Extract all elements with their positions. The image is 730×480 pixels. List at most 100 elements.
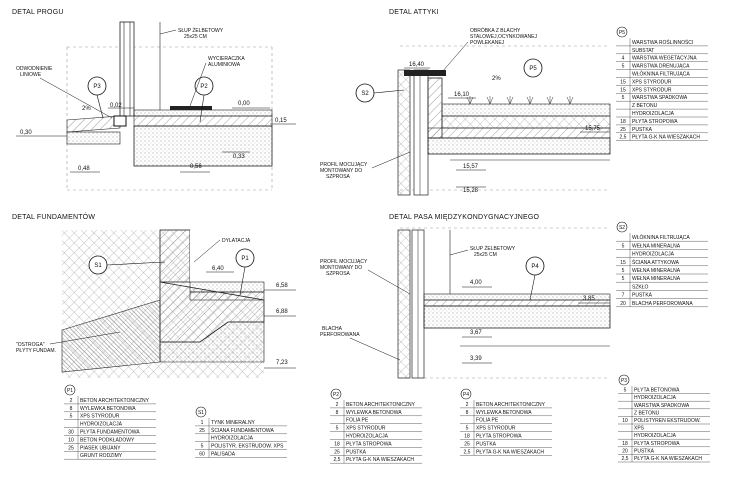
legend-thickness: 2,5	[334, 457, 341, 463]
tag-s2: S2	[361, 91, 369, 97]
legend-layer-name: BETON ARCHITEKTONICZNY	[476, 402, 546, 408]
detail-progu: P3 P2 SŁUP ŻELBETOWY 25x25 CM WYCIERACZK…	[16, 21, 296, 191]
legend-thickness: 15	[620, 260, 626, 266]
legend-thickness: 5	[466, 426, 469, 432]
legend-thickness: 2	[466, 402, 469, 408]
legend-tag: S2	[619, 225, 625, 231]
legend-thickness: 2,5	[622, 456, 629, 462]
detail-attyki: P5 S2 2% OBRÓBKA Z BLACHY STALOWEJ,OCYNK…	[320, 27, 611, 196]
legend-tag: P3	[621, 378, 627, 384]
level-6-88: 6,88	[276, 309, 288, 315]
legend-layer-name: PUSTKA	[632, 127, 653, 133]
legend-tag-circle	[616, 221, 628, 233]
legend-layer-name: PŁYTA G-K NA WIESZAKACH	[634, 456, 702, 462]
legend-layer-name: PŁYTA STROPOWA	[634, 441, 680, 447]
legend-thickness: 20	[622, 448, 628, 454]
callout-slup-1: SŁUP ŻELBETOWY	[178, 27, 224, 34]
legend-thickness: 10	[622, 418, 628, 424]
legend-tag-circle	[616, 26, 628, 38]
legend-thickness: 18	[464, 434, 470, 440]
legend-layer-name: Z BETONU	[632, 103, 658, 109]
legend-layer-name: Z BETONU	[634, 410, 660, 416]
legend-layer-name: XPS	[634, 426, 645, 432]
pasa-blacha-1: BLACHA	[322, 326, 343, 332]
callout-wycieraczka-2: ALUMINIOWA	[208, 62, 241, 68]
level-0-15: 0,15	[275, 118, 287, 124]
legend-layer-name: BETON ARCHITEKTONICZNY	[346, 402, 416, 408]
legend-layer-name: BETON PODKŁADOWY	[80, 437, 135, 443]
legend-thickness: 18	[620, 119, 626, 125]
legend-layer-name: XPS STYRODUR	[632, 79, 672, 85]
pasa-profil-1: PROFIL MOCUJĄCY	[320, 259, 368, 265]
legend-thickness: 5	[622, 276, 625, 282]
tag-p5: P5	[529, 66, 537, 72]
legend-thickness: 5	[336, 426, 339, 432]
legend-tag: P5	[619, 30, 625, 36]
legend-layer-name: SZKŁO	[632, 284, 649, 290]
callout-wycieraczka-1: WYCIERACZKA	[208, 56, 245, 62]
legend-layer-name: WARSTWA DRENUJĄCA	[632, 64, 690, 70]
legend-layer-name: WEŁNA MINERALNA	[632, 243, 681, 249]
legend-thickness: 25	[464, 441, 470, 447]
legend-layer-name: BETON ARCHITEKTONICZNY	[80, 398, 150, 404]
legend-layer-name: GRUNT RODZIMY	[80, 453, 123, 459]
level-4-00: 4,00	[470, 280, 482, 286]
tag-p2: P2	[200, 84, 208, 90]
level-0-30: 0,30	[20, 130, 32, 136]
level-0-02: 0,02	[110, 103, 122, 109]
pasa-profil-2: MONTOWANY DO	[320, 265, 362, 271]
legend-layer-name: POLISTYREN EKSTRUDOW.	[634, 418, 701, 424]
legend-layer-name: XPS STYRODUR	[80, 414, 120, 420]
legend-thickness: 1	[201, 420, 204, 426]
legend-thickness: 2,5	[464, 449, 471, 455]
legend-thickness: 60	[199, 452, 205, 458]
legend-thickness: 5	[70, 414, 73, 420]
legend-thickness: 25	[199, 428, 205, 434]
title-detal-progu: DETAL PROGU	[12, 9, 64, 16]
legend-thickness: 18	[622, 441, 628, 447]
legend-thickness: 8	[466, 410, 469, 416]
legend-layer-name: HYDROIZOLACJA	[634, 433, 677, 439]
legend-layer-name: PŁYTA STROPOWA	[476, 434, 522, 440]
legend-thickness: 15	[620, 87, 626, 93]
detail-pasa: P4 SŁUP ŻELBETOWY 25x25 CM PROFIL MOCUJĄ…	[320, 227, 611, 379]
attyka-slope: 2%	[492, 76, 501, 82]
legend-layer-name: XPS STYRODUR	[346, 426, 386, 432]
legend-layer-name: XPS STYRODUR	[476, 426, 516, 432]
legend-layer-name: BLACHA PERFOROWANA	[632, 301, 693, 307]
legend-tag: P4	[463, 392, 469, 398]
legend-thickness: 5	[201, 444, 204, 450]
callout-profil-3: SZPROSA	[326, 174, 351, 180]
callout-profil-2: MONTOWANY DO	[320, 168, 362, 174]
level-15-75: 15,75	[585, 126, 601, 132]
callout-ostroga-1: "OSTROGA"	[16, 342, 45, 348]
legend-thickness: 30	[68, 430, 74, 436]
legend-thickness: 5	[622, 64, 625, 70]
legend-layer-name: WARSTWA SPADKOWA	[632, 95, 688, 101]
callout-slup-2: 25x25 CM	[184, 34, 207, 40]
legend-layer-name: WARSTWA SPADKOWA	[634, 403, 690, 409]
legend-tag-circle	[330, 388, 342, 400]
legend-layer-name: PUSTKA	[346, 449, 367, 455]
legend-tag-circle	[618, 374, 630, 386]
legend-tag: P2	[333, 392, 339, 398]
legend-layer-name: PALISADA	[211, 452, 236, 458]
legend-layer-name: HYDROIZOLACJA	[211, 436, 254, 442]
legend-layer-name: PŁYTA G-K NA WIESZAKACH	[476, 449, 544, 455]
level-15-57: 15,57	[463, 164, 479, 170]
callout-obrobka-2: STALOWEJ,OCYNKOWANEJ	[470, 34, 537, 40]
legend-layer-name: WYLEWKA BETONOWA	[476, 410, 532, 416]
title-detal-attyki: DETAL ATTYKI	[389, 9, 439, 16]
legend-layer-name: PŁYTA STROPOWA	[346, 441, 392, 447]
legend-thickness: 8	[336, 410, 339, 416]
legend-thickness: 2,5	[620, 135, 627, 141]
callout-profil-1: PROFIL MOCUJĄCY	[320, 162, 368, 168]
pasa-slup-2: 25x25 CM	[474, 252, 497, 258]
tag-p3: P3	[93, 84, 101, 90]
callout-ostroga-2: PŁYTY FUNDAM.	[16, 348, 56, 354]
legend-thickness: 2	[336, 402, 339, 408]
legend-layer-name: HYDROIZOLACJA	[634, 395, 677, 401]
